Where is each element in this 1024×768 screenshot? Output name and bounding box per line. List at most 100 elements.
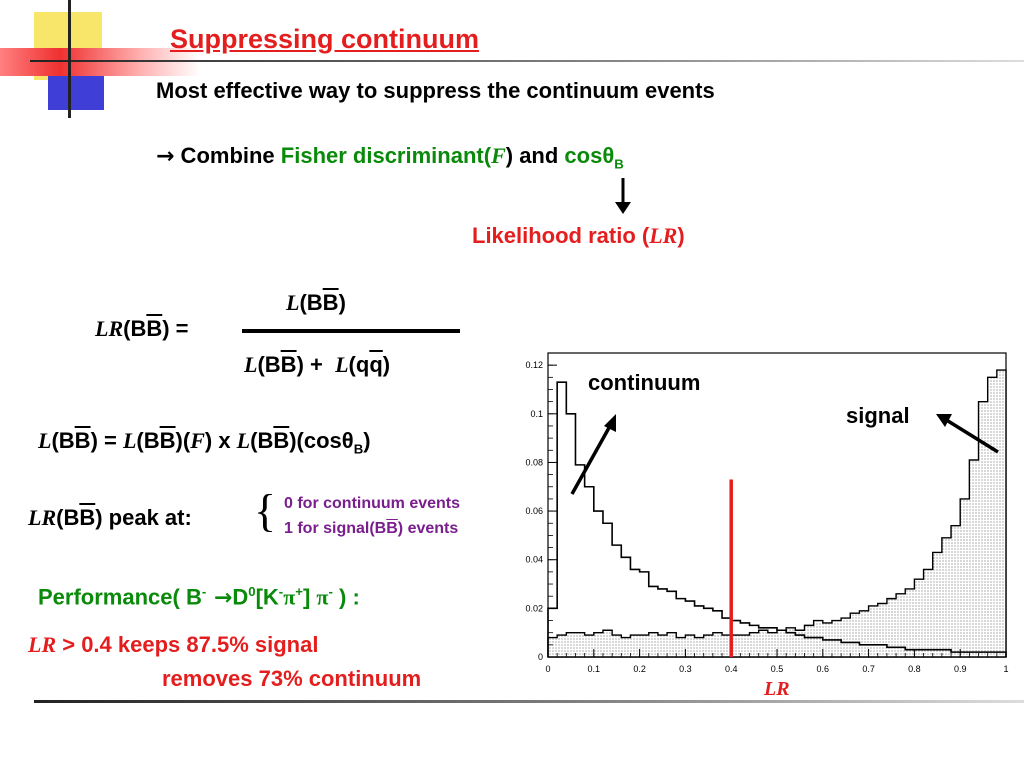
cos-label: cosθ xyxy=(564,143,615,168)
formula-text: )(cosθ xyxy=(289,428,354,453)
formula-text: ) peak at: xyxy=(95,505,192,530)
formula-text: )( xyxy=(175,428,191,453)
b-bar: B xyxy=(280,352,297,377)
formula-text: ) = xyxy=(162,316,189,341)
b-bar: B xyxy=(322,290,339,315)
b-bar: B xyxy=(79,505,96,530)
y-tick-label: 0.12 xyxy=(525,360,543,370)
likelihood-close: ) xyxy=(677,223,685,248)
continuum-histogram xyxy=(547,381,1007,657)
formula-text: (B xyxy=(299,290,323,315)
peak-at-label: LR(BB) peak at: xyxy=(28,505,192,531)
l-product-formula: L(BB) = L(BB)(F) x L(BB)(cosθB) xyxy=(38,428,371,456)
perf-sup: - xyxy=(201,584,207,599)
down-arrow-icon xyxy=(615,178,631,214)
fisher-symbol: F xyxy=(491,143,506,168)
x-tick-label: 0.7 xyxy=(862,664,875,674)
perf-text: D xyxy=(232,584,249,610)
b-bar: B xyxy=(386,520,398,537)
l-symbol: L xyxy=(122,428,137,453)
formula-text: ) xyxy=(382,352,391,377)
x-tick-label: 1 xyxy=(1003,664,1008,674)
formula-text: (B xyxy=(250,428,274,453)
result-line-1: LR > 0.4 keeps 87.5% signal xyxy=(28,632,318,658)
y-tick-label: 0.08 xyxy=(525,457,543,467)
x-tick-label: 0.6 xyxy=(817,664,830,674)
likelihood-text: Likelihood ratio ( xyxy=(472,223,650,248)
fraction-line xyxy=(242,329,460,333)
formula-text: (B xyxy=(123,316,147,341)
signal-label: signal xyxy=(846,403,910,428)
b-bar: B xyxy=(159,428,176,453)
perf-sup: - xyxy=(278,584,284,599)
y-tick-label: 0 xyxy=(538,652,543,662)
x-tick-label: 0 xyxy=(545,664,550,674)
perf-sup: + xyxy=(295,584,303,599)
l-symbol: L xyxy=(236,428,251,453)
l-symbol: L xyxy=(335,352,349,377)
lr-symbol: LR xyxy=(95,316,124,341)
lr-symbol: LR xyxy=(28,632,57,657)
y-tick-label: 0.1 xyxy=(530,409,543,419)
f-symbol: F xyxy=(190,428,205,453)
l-symbol: L xyxy=(244,352,258,377)
option-text: 1 for signal(B xyxy=(284,520,387,537)
combine-text: Combine xyxy=(174,143,281,168)
decor-vertical-line xyxy=(68,0,71,118)
l-symbol: L xyxy=(286,290,300,315)
right-arrow-icon: → xyxy=(156,144,175,169)
formula-text: ) = xyxy=(90,428,123,453)
formula-text: ) xyxy=(363,428,371,453)
x-axis-label: LR xyxy=(764,678,790,700)
formula-text: (q xyxy=(348,352,370,377)
perf-text: ) : xyxy=(332,584,360,610)
formula-text: (B xyxy=(56,505,80,530)
combine-line: → Combine Fisher discriminant(F) and cos… xyxy=(156,143,624,171)
formula-text: (B xyxy=(136,428,160,453)
peak-option-signal: 1 for signal(BB) events xyxy=(284,520,458,538)
likelihood-ratio-label: Likelihood ratio (LR) xyxy=(472,223,685,249)
formula-text: ) + xyxy=(296,352,323,377)
formula-text: (B xyxy=(257,352,281,377)
continuum-label: continuum xyxy=(588,370,701,395)
pi-symbol: π xyxy=(316,584,329,610)
lr-symbol: LR xyxy=(649,223,678,248)
right-arrow-icon: → xyxy=(206,585,233,611)
q-bar: q xyxy=(369,352,383,377)
decor-red-bar xyxy=(0,48,200,76)
formula-text: ) xyxy=(338,290,346,315)
and-text: ) and xyxy=(505,143,565,168)
b-subscript: B xyxy=(353,441,364,457)
signal-histogram xyxy=(547,369,1007,658)
y-tick-label: 0.06 xyxy=(525,506,543,516)
cos-subscript: B xyxy=(614,156,624,172)
perf-sup: 0 xyxy=(248,584,256,599)
footer-rule xyxy=(34,700,1024,703)
continuum-arrow-icon xyxy=(570,414,616,495)
result-text: > 0.4 keeps 87.5% signal xyxy=(56,632,319,657)
formula-text: (B xyxy=(51,428,75,453)
performance-label: Performance( B- →D0[K-π+] π- ) : xyxy=(38,584,360,610)
result-line-2: removes 73% continuum xyxy=(162,666,422,691)
lr-symbol: LR xyxy=(28,505,57,530)
x-tick-label: 0.3 xyxy=(679,664,692,674)
lr-formula-denominator: L(BB) + L(qq) xyxy=(244,352,390,378)
x-tick-label: 0.1 xyxy=(588,664,601,674)
y-tick-label: 0.02 xyxy=(525,603,543,613)
x-tick-label: 0.2 xyxy=(633,664,646,674)
perf-text: [K xyxy=(255,584,279,610)
fisher-label: Fisher discriminant( xyxy=(280,143,492,168)
x-tick-label: 0.9 xyxy=(954,664,967,674)
perf-sup: - xyxy=(328,584,333,599)
x-tick-label: 0.5 xyxy=(771,664,784,674)
b-bar: B xyxy=(273,428,290,453)
formula-text: ) x xyxy=(204,428,237,453)
signal-arrow-icon xyxy=(936,414,999,454)
option-text: ) events xyxy=(397,520,459,537)
b-bar: B xyxy=(74,428,91,453)
b-bar: B xyxy=(146,316,163,341)
peak-option-continuum: 0 for continuum events xyxy=(284,495,461,512)
y-tick-label: 0.04 xyxy=(525,555,543,565)
lr-formula-lhs: LR(BB) = xyxy=(95,316,189,342)
